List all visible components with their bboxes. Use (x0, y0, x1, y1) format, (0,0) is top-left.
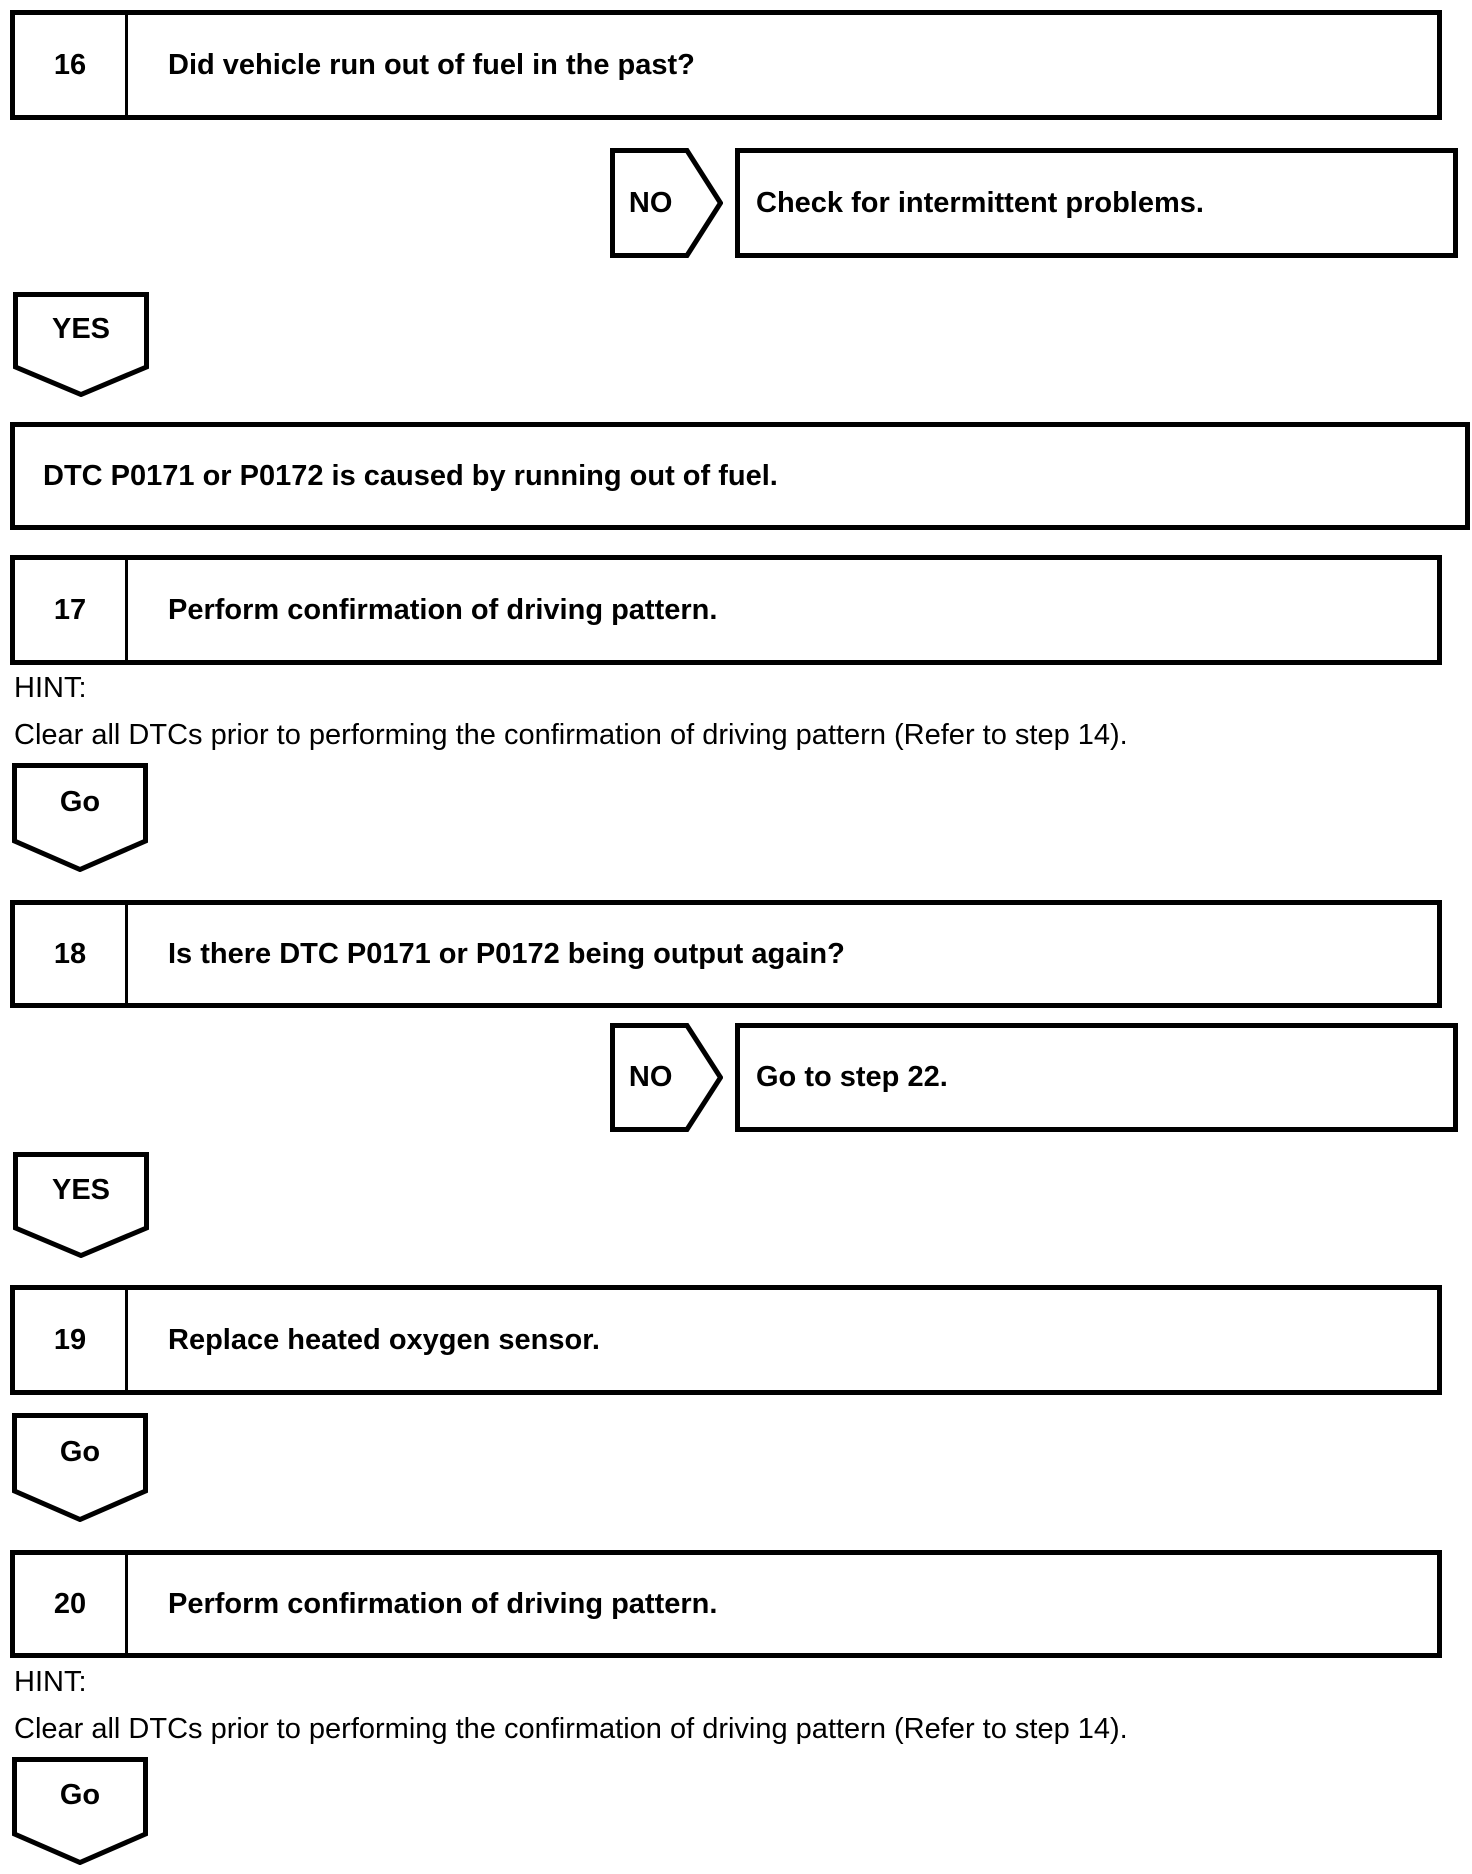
yes-connector-label: YES (51, 1173, 111, 1206)
down-pentagon-icon (13, 1152, 149, 1258)
right-pentagon-icon (610, 1023, 723, 1132)
step-title: Replace heated oxygen sensor. (168, 1323, 600, 1356)
yes-connector-label: YES (51, 313, 111, 346)
step-title: Perform confirmation of driving pattern. (168, 593, 718, 626)
hint-label: HINT: (14, 672, 87, 704)
step-16-box: 16 Did vehicle run out of fuel in the pa… (10, 10, 1442, 120)
result-box-check-intermittent: Check for intermittent problems. (735, 148, 1458, 258)
yes-connector: YES (13, 1152, 149, 1258)
go-connector: Go (12, 763, 148, 872)
step-number: 16 (15, 15, 128, 115)
step-number: 18 (15, 905, 128, 1003)
go-connector: Go (12, 1757, 148, 1865)
hint-text: Clear all DTCs prior to performing the c… (14, 719, 1128, 751)
step-title: Perform confirmation of driving pattern. (168, 1587, 718, 1620)
step-title: Did vehicle run out of fuel in the past? (168, 48, 695, 81)
step-number: 19 (15, 1290, 128, 1390)
step-17-box: 17 Perform confirmation of driving patte… (10, 555, 1442, 665)
no-connector: NO (610, 148, 723, 258)
no-connector: NO (610, 1023, 723, 1132)
step-number: 20 (15, 1555, 128, 1653)
result-box-go-to-step-22: Go to step 22. (735, 1023, 1458, 1132)
no-connector-label: NO (628, 1061, 673, 1093)
no-connector-label: NO (628, 186, 673, 219)
step-number: 17 (15, 560, 128, 660)
down-pentagon-icon (13, 292, 149, 397)
step-title: Is there DTC P0171 or P0172 being output… (168, 937, 845, 970)
down-pentagon-icon (12, 763, 148, 872)
hint-text: Clear all DTCs prior to performing the c… (14, 1713, 1128, 1745)
step-19-box: 19 Replace heated oxygen sensor. (10, 1285, 1442, 1395)
down-pentagon-icon (12, 1413, 148, 1522)
go-connector: Go (12, 1413, 148, 1522)
go-connector-label: Go (59, 785, 101, 818)
step-18-box: 18 Is there DTC P0171 or P0172 being out… (10, 900, 1442, 1008)
result-box-out-of-fuel: DTC P0171 or P0172 is caused by running … (10, 422, 1470, 530)
yes-connector: YES (13, 292, 149, 397)
hint-label: HINT: (14, 1666, 87, 1698)
go-connector-label: Go (59, 1779, 101, 1812)
right-pentagon-icon (610, 148, 723, 258)
go-connector-label: Go (59, 1435, 101, 1468)
down-pentagon-icon (12, 1757, 148, 1865)
step-20-box: 20 Perform confirmation of driving patte… (10, 1550, 1442, 1658)
